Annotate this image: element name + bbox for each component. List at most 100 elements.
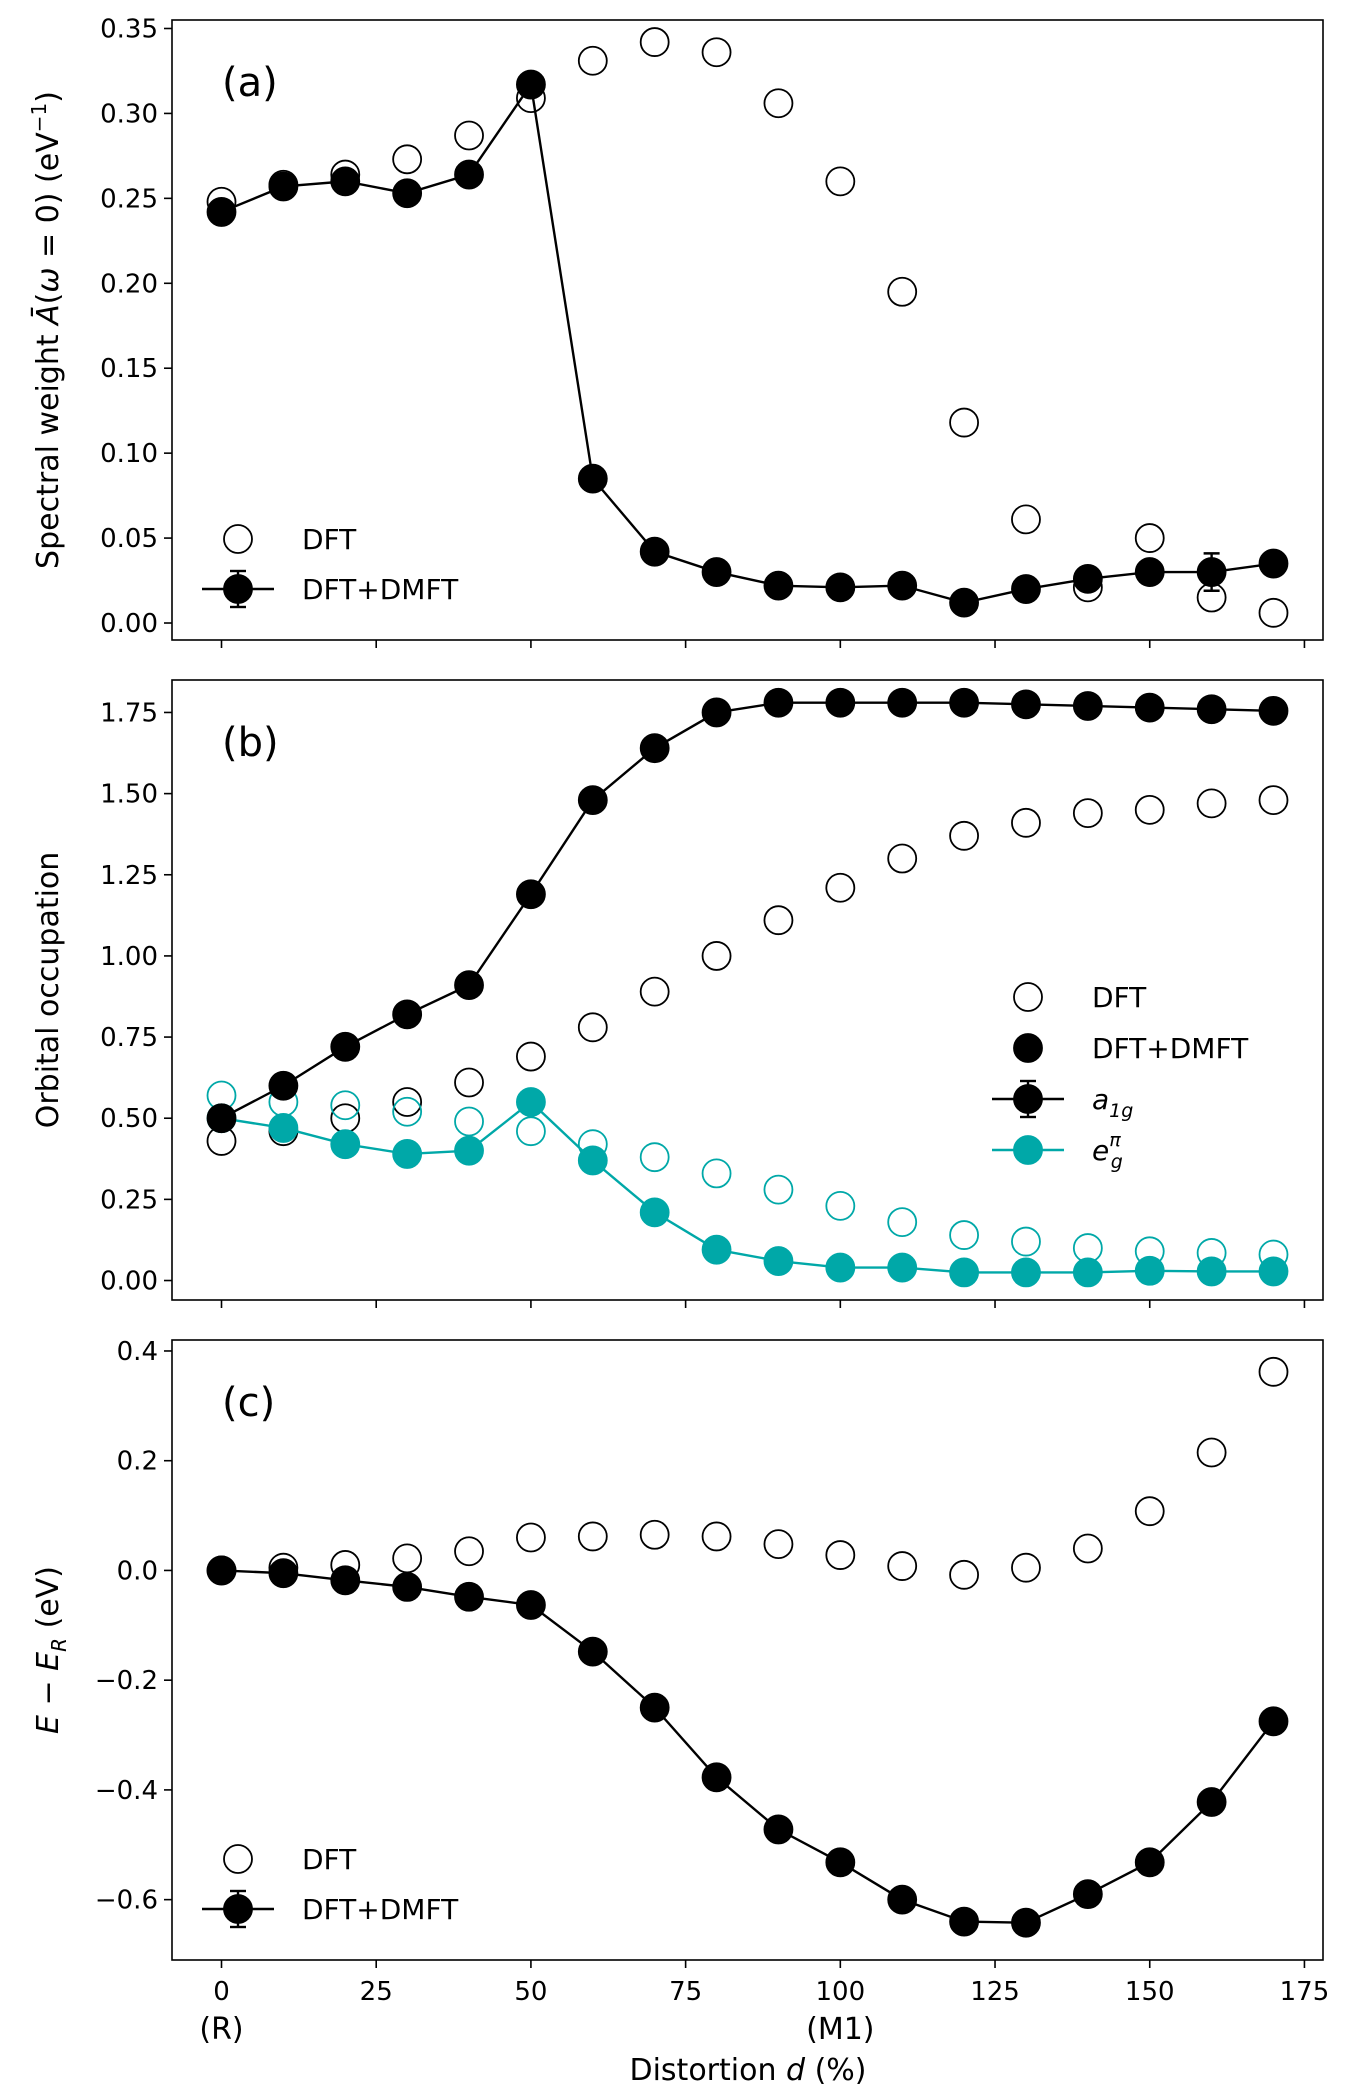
panel-c-data-point: [392, 1543, 423, 1574]
panel-a-y-tick-label: 0.25: [100, 184, 158, 214]
panel-b-legend-marker: [1013, 1084, 1043, 1114]
panel-c-series-1: [206, 1555, 1289, 1938]
panel-b-data-point: [639, 733, 670, 764]
panel-c-data-point: [701, 1762, 732, 1793]
panel-a-y-tick-label: 0.30: [100, 99, 158, 129]
panel-b-legend-marker: [1013, 1033, 1043, 1063]
panel-b-data-point: [454, 1067, 484, 1098]
panel-a-series-1: [206, 69, 1289, 618]
panel-b-data-point: [763, 687, 794, 718]
x-annotation-label: (M1): [806, 2012, 874, 2047]
panel-c-data-point: [763, 1529, 794, 1560]
panel-b-data-point: [825, 1190, 856, 1221]
panel-b-legend-label: a1g: [1092, 1083, 1133, 1122]
panel-c-data-point: [825, 1847, 856, 1878]
x-tick-label: 0: [213, 1977, 230, 2007]
panel-a-data-point: [825, 166, 856, 197]
panel-b-legend-marker: [1013, 982, 1043, 1012]
panel-b-data-point: [1011, 807, 1041, 838]
x-tick-label: 50: [514, 1977, 547, 2007]
panel-c-data-point: [1196, 1437, 1227, 1468]
panel-a-data-point: [949, 407, 979, 438]
panel-a-data-point: [330, 166, 361, 197]
panel-b: 0.000.250.500.751.001.251.501.75(b)Orbit…: [31, 679, 1324, 1308]
panel-b-data-point: [1258, 695, 1289, 726]
panel-c-y-tick-label: 0.2: [117, 1447, 158, 1477]
panel-c-data-point: [949, 1559, 979, 1590]
panel-a-data-point: [1134, 557, 1165, 587]
panel-c-legend-marker: [223, 1844, 253, 1874]
panel-a-data-point: [454, 159, 484, 190]
panel-c-y-axis-label: E − ER (eV): [31, 1566, 71, 1734]
panel-c-data-point: [887, 1884, 918, 1915]
panel-b-data-point: [887, 1252, 918, 1283]
panel-b-data-point: [1196, 1256, 1227, 1287]
panel-b-data-point: [330, 1031, 361, 1062]
panel-c-y-tick-label: −0.2: [95, 1666, 158, 1696]
panel-c-y-tick-label: 0.0: [117, 1556, 158, 1586]
panel-c-data-point: [639, 1692, 670, 1723]
panel-a-data-point: [1134, 523, 1165, 553]
panel-a-frame: [171, 19, 1324, 641]
panel-b-data-point: [392, 999, 423, 1030]
panel-c-y-tick-label: −0.4: [95, 1776, 158, 1806]
panel-c-data-point: [949, 1906, 979, 1937]
panel-b-data-point: [1196, 788, 1227, 819]
panel-b-data-point: [577, 1145, 608, 1176]
x-tick-label: 75: [669, 1977, 702, 2007]
panel-b-data-point: [639, 976, 670, 1007]
panel-c-series-0: [206, 1356, 1289, 1590]
x-annotation-label: (R): [199, 2012, 243, 2047]
panel-c-data-point: [1258, 1356, 1289, 1387]
panel-b-data-point: [1011, 689, 1041, 720]
panel-b-data-point: [1134, 1255, 1165, 1286]
panel-b-data-point: [825, 1252, 856, 1283]
panel-b-data-point: [887, 843, 918, 874]
panel-a-y-tick-label: 0.10: [100, 439, 158, 469]
panel-b-data-point: [516, 1116, 546, 1147]
panel-a-data-point: [701, 37, 732, 68]
panel-a-data-point: [392, 178, 423, 209]
panel-b-frame: [171, 679, 1324, 1301]
panel-b-data-point: [1072, 798, 1103, 828]
panel-a-y-tick-label: 0.00: [100, 609, 158, 639]
panel-c-data-point: [1258, 1706, 1289, 1737]
panel-c-data-point: [330, 1565, 361, 1596]
panel-b-legend-marker: [1013, 1135, 1043, 1165]
panel-b-data-point: [1011, 1226, 1041, 1257]
panel-c-data-point: [701, 1521, 732, 1552]
panel-c-data-point: [1072, 1533, 1103, 1564]
panel-c-data-point: [1072, 1879, 1103, 1910]
panel-b-data-point: [949, 1257, 979, 1288]
panel-b-data-point: [516, 1087, 546, 1117]
panel-c-data-point: [206, 1555, 237, 1586]
panel-c-label: (c): [222, 1380, 275, 1426]
panel-b-data-point: [949, 820, 979, 851]
panel-c-legend-label: DFT+DMFT: [302, 1893, 459, 1926]
panel-a-label: (a): [222, 60, 278, 106]
panel-b-data-point: [1011, 1257, 1041, 1288]
panel-b-data-point: [330, 1090, 361, 1121]
panel-b-data-point: [392, 1087, 423, 1117]
panel-b-y-tick-label: 1.75: [100, 698, 158, 728]
x-axis-label: Distortion d (%): [629, 2053, 866, 2088]
panel-b-data-point: [763, 1246, 794, 1276]
panel-b-data-point: [1196, 694, 1227, 725]
panel-b-data-point: [454, 1106, 484, 1137]
panel-a-data-point: [268, 171, 299, 202]
x-tick-label: 125: [970, 1977, 1020, 2007]
panel-c-data-point: [577, 1636, 608, 1667]
panel-b-legend-label: DFT: [1092, 981, 1147, 1014]
panel-b-legend-label: DFT+DMFT: [1092, 1032, 1249, 1065]
panel-b-data-point: [516, 879, 546, 910]
x-axis-shared: Distortion d (%) (R) (M1): [199, 2012, 874, 2088]
panel-a-y-tick-label: 0.15: [100, 354, 158, 384]
panel-a-data-point: [516, 69, 546, 100]
panel-a-y-tick-label: 0.20: [100, 269, 158, 299]
panel-a-y-tick-label: 0.35: [100, 14, 158, 44]
panel-b-data-point: [763, 905, 794, 936]
panel-b-data-point: [949, 1220, 979, 1250]
panel-b-data-point: [1134, 794, 1165, 825]
